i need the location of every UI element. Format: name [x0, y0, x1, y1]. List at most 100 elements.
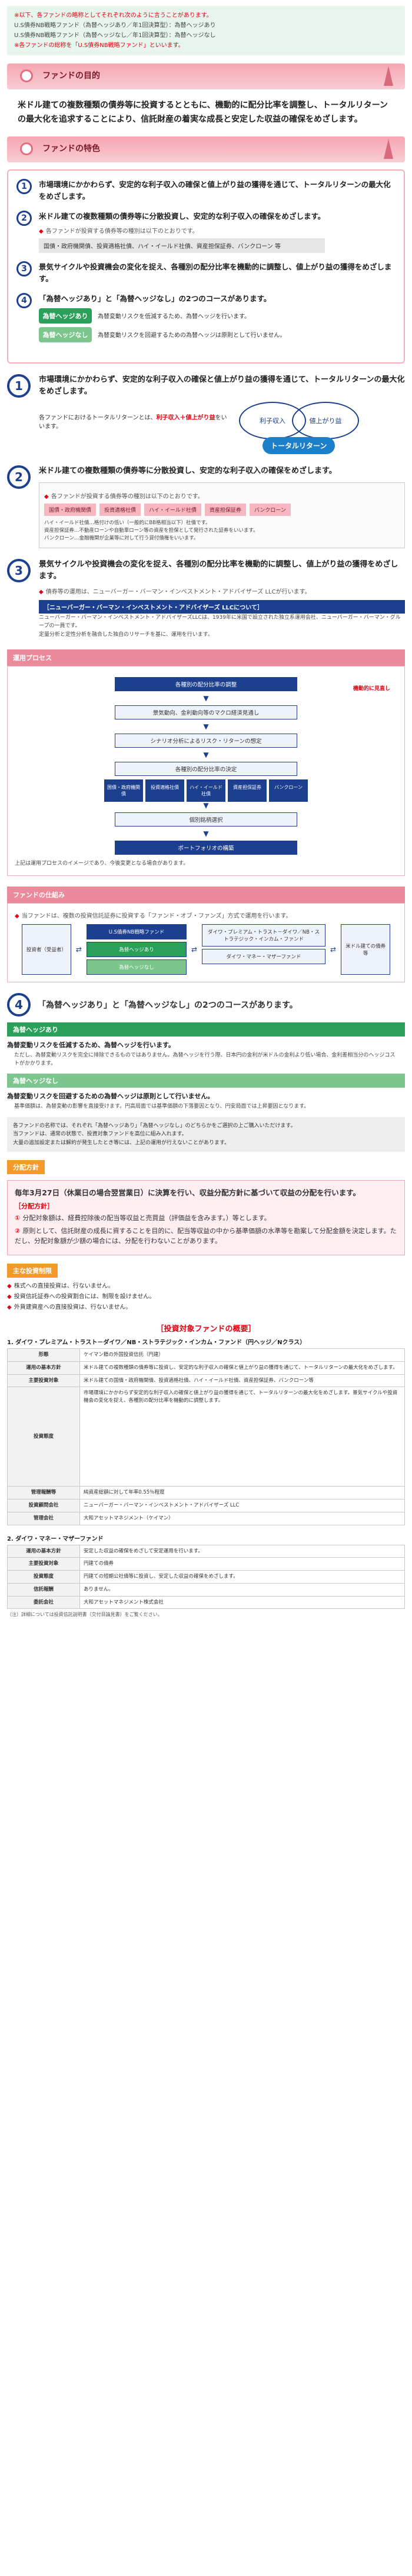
table-key: 運用の基本方針	[7, 1361, 80, 1375]
gain-ellipse: 値上がり益	[292, 402, 359, 440]
total-return-label: トータルリターン	[263, 437, 335, 455]
table-key: 信託報酬	[7, 1582, 80, 1597]
intro-box: ※以下、各ファンドの略称としてそれぞれ次のように言うことがあります。 U.S債券…	[7, 6, 405, 55]
nohedge-text: 為替変動リスクを回避するための為替ヘッジは原則として行いません。	[7, 1092, 214, 1101]
restrictions-heading: 主な投資制限	[7, 1264, 58, 1278]
note-text: 各ファンドにおけるトータルリターンとは、	[39, 415, 157, 422]
market-box: 米ドル建ての債券等	[341, 924, 391, 975]
table-row: 主要投資対象米ドル建ての国債・政府機関債、投資適格社債、ハイ・イールド社債、資産…	[7, 1374, 405, 1388]
course-desc: 為替変動リスクを回避するための為替ヘッジは原則として行いません。	[98, 332, 286, 339]
funds-footnote: （注）詳細については投資信託説明書（交付目論見書）をご覧ください。	[7, 1612, 162, 1618]
flow-step: 景気動向、金利動向等のマクロ経済見通し	[115, 705, 297, 720]
bond-type-box: バンクローン	[269, 779, 308, 802]
tower-icon	[384, 66, 393, 86]
bond-type-box: ハイ・イールド社債	[187, 779, 225, 802]
feature-title: 景気サイクルや投資機会の変化を捉え、各種別の配分比率を機動的に調整し、値上がり益…	[39, 262, 392, 283]
table-row: 主要投資対象円建ての債券	[7, 1557, 405, 1571]
bond-type-box: 国債・政府機関債	[104, 779, 143, 802]
feature-number: 3	[16, 261, 32, 276]
structure-box: 当ファンドは、複数の投資信託証券に投資する「ファンド・オブ・ファンズ」方式で運用…	[7, 902, 405, 982]
features-heading: ファンドの特色	[7, 136, 405, 162]
table-key: 管理報酬等	[7, 1486, 80, 1500]
detail-title: 米ドル建ての複数種類の債券等に分散投資し、安定的な利子収入の確保をめざします。	[39, 466, 337, 476]
intro-line: U.S債券NB戦略ファンド（為替ヘッジなし／年1回決算型）：為替ヘッジなし	[14, 32, 216, 39]
course-row: 為替ヘッジなし 為替変動リスクを回避するための為替ヘッジは原則として行いません。	[39, 326, 286, 342]
grey-notes: 各ファンドの名称では、それぞれ「為替ヘッジあり」「為替ヘッジなし」のどちらかをご…	[7, 1117, 405, 1152]
table-value: ありません。	[79, 1582, 405, 1597]
target-fund-a: ダイワ・プレミアム・トラスト－ダイワ／NB・ストラテジック・インカム・ファンド	[202, 924, 326, 947]
bond-chip: ハイ・イールド社債	[144, 503, 201, 516]
arrow-down-icon: ▼	[203, 801, 209, 810]
feature-note: 各ファンドが投資する債券等の種別は以下のとおりです。	[39, 226, 325, 235]
purpose-heading: ファンドの目的	[7, 64, 405, 89]
item-marker: ②	[15, 1227, 21, 1235]
table-row: 運用の基本方針米ドル建ての複数種類の債券等に投資し、安定的な利子収入の確保と値上…	[7, 1361, 405, 1375]
arrow-right-icon: ⇄	[75, 945, 82, 954]
definition: ハイ・イールド社債…格付けの低い（一般的にBB格相当以下）社債です。	[44, 519, 211, 526]
feature-title: 市場環境にかかわらず、安定的な利子収入の確保と値上がり益の獲得を通じて、トータル…	[39, 179, 391, 201]
table-row: 管理会社大和アセットマネジメント（ケイマン）	[7, 1511, 405, 1525]
feature-item: 1 市場環境にかかわらず、安定的な利子収入の確保と値上がり益の獲得を通じて、トー…	[16, 178, 396, 202]
detail-note: 各ファンドにおけるトータルリターンとは、利子収入＋値上がり益をいいます。	[39, 412, 227, 430]
nohedge-bar: 為替ヘッジなし	[7, 1074, 405, 1088]
table-value: 米ドル建ての国債・政府機関債、投資適格社債、ハイ・イールド社債、資産担保証券、バ…	[79, 1374, 405, 1388]
table-row: 委託会社大和アセットマネジメント株式会社	[7, 1595, 405, 1609]
arrow-right-icon: ⇄	[330, 945, 337, 954]
arrow-down-icon: ▼	[203, 722, 209, 731]
investor-box: 投資者（受益者）	[21, 924, 71, 975]
table-row: 信託報酬ありません。	[7, 1582, 405, 1597]
feature-number: 1	[16, 178, 32, 194]
grey-note: 各ファンドの名称では、それぞれ「為替ヘッジあり」「為替ヘッジなし」のどちらかをご…	[13, 1122, 296, 1129]
tower-icon	[384, 138, 393, 159]
table-key: 投資態度	[7, 1570, 80, 1584]
table-row: 運用の基本方針安定した収益の確保をめざして安定運用を行います。	[7, 1544, 405, 1558]
process-flow: 各種別の配分比率の調整 ▼ 景気動向、金利動向等のマクロ経済見通し ▼ シナリオ…	[7, 666, 405, 876]
course-pill: 為替ヘッジあり	[39, 308, 92, 324]
detail-number: 4	[7, 992, 31, 1017]
structure-heading: ファンドの仕組み	[7, 886, 405, 903]
table-key: 運用の基本方針	[7, 1544, 80, 1558]
hedge-sub: ただし、為替変動リスクを完全に排除できるものではありません。為替ヘッジを行う際、…	[14, 1052, 396, 1067]
structure-diagram: 投資者（受益者） ⇄ U.S債券NB戦略ファンド 為替ヘッジあり 為替ヘッジなし…	[15, 924, 397, 975]
feature-bond-types: 国債・政府機関債、投資適格社債、ハイ・イールド社債、資産担保証券、バンクローン …	[39, 238, 325, 253]
table-key: 形態	[7, 1348, 80, 1362]
detail-number: 1	[7, 374, 31, 398]
fund-name: 1. ダイワ・プレミアム・トラスト－ダイワ／NB・ストラテジック・インカム・ファ…	[7, 1339, 306, 1347]
page: ※以下、各ファンドの略称としてそれぞれ次のように言うことがあります。 U.S債券…	[0, 0, 412, 1629]
feature-number: 2	[16, 210, 32, 226]
feature-item: 3 景気サイクルや投資機会の変化を捉え、各種別の配分比率を機動的に調整し、値上が…	[16, 261, 396, 285]
bond-type-box: 投資適格社債	[145, 779, 184, 802]
feature-title: 「為替ヘッジあり」と「為替ヘッジなし」の2つのコースがあります。	[39, 294, 271, 303]
manager-heading: ［ニューバーガー・バーマン・インベストメント・アドバイザーズ LLCについて］	[39, 600, 405, 614]
structure-note: 当ファンドは、複数の投資信託証券に投資する「ファンド・オブ・ファンズ」方式で運用…	[15, 911, 397, 919]
feature-item: 2 米ドル建ての複数種類の債券等に分散投資し、安定的な利子収入の確保をめざします…	[16, 210, 396, 253]
distribution-heading: 分配方針	[7, 1160, 45, 1174]
table-value: ケイマン籍の外国投資信託（円建）	[79, 1348, 405, 1362]
flow-step: 各種別の配分比率の調整	[115, 677, 297, 692]
fund2-table: 運用の基本方針安定した収益の確保をめざして安定運用を行います。 主要投資対象円建…	[7, 1544, 405, 1609]
fund-hedge-box: 為替ヘッジあり	[86, 941, 187, 957]
bond-type-row: 国債・政府機関債 投資適格社債 ハイ・イールド社債 資産担保証券 バンクローン	[15, 779, 397, 802]
return-diagram: 利子収入 値上がり益 トータルリターン 各ファンドにおけるトータルリターンとは、…	[39, 402, 405, 455]
course-row: 為替ヘッジあり 為替変動リスクを低減するため、為替ヘッジを行います。	[39, 308, 285, 324]
table-value: 安定した収益の確保をめざして安定運用を行います。	[79, 1544, 405, 1558]
note-highlight: 利子収入＋値上がり益	[156, 415, 215, 422]
table-value: ニューバーガー・バーマン・インベストメント・アドバイザーズ LLC	[79, 1499, 405, 1512]
definition: バンクローン…金融機関が企業等に対して行う貸付債権をいいます。	[44, 535, 199, 542]
table-row: 投資態度市場環境にかかわらず安定的な利子収入の確保と値上がり益の獲得を通じて、ト…	[7, 1387, 405, 1487]
table-row: 投資顧問会社ニューバーガー・バーマン・インベストメント・アドバイザーズ LLC	[7, 1499, 405, 1512]
intro-line: U.S債券NB戦略ファンド（為替ヘッジあり／年1回決算型）：為替ヘッジあり	[14, 22, 216, 29]
manager-text: 定量分析と定性分析を融合した独自のリサーチを基に、運用を行います。	[39, 631, 213, 638]
funds-heading: ［投資対象ファンドの概要］	[156, 1325, 256, 1334]
table-key: 主要投資対象	[7, 1557, 80, 1571]
restriction-item: 投資信託証券への投資割合には、制限を設けません。	[7, 1292, 405, 1302]
target-fund-b: ダイワ・マネー・マザーファンド	[202, 948, 326, 964]
features-heading-text: ファンドの特色	[42, 144, 100, 154]
features-summary: 1 市場環境にかかわらず、安定的な利子収入の確保と値上がり益の獲得を通じて、トー…	[7, 169, 405, 364]
table-key: 主要投資対象	[7, 1374, 80, 1388]
feature-item: 4 「為替ヘッジあり」と「為替ヘッジなし」の2つのコースがあります。 為替ヘッジ…	[16, 292, 396, 346]
detail-title: 景気サイクルや投資機会の変化を捉え、各種別の配分比率を機動的に調整し、値上がり益…	[39, 559, 398, 581]
distribution-main: 毎年3月27日（休業日の場合翌営業日）に決算を行い、収益分配方針に基づいて収益の…	[15, 1188, 360, 1197]
fund1-table: 形態ケイマン籍の外国投資信託（円建） 運用の基本方針米ドル建ての複数種類の債券等…	[7, 1348, 405, 1525]
